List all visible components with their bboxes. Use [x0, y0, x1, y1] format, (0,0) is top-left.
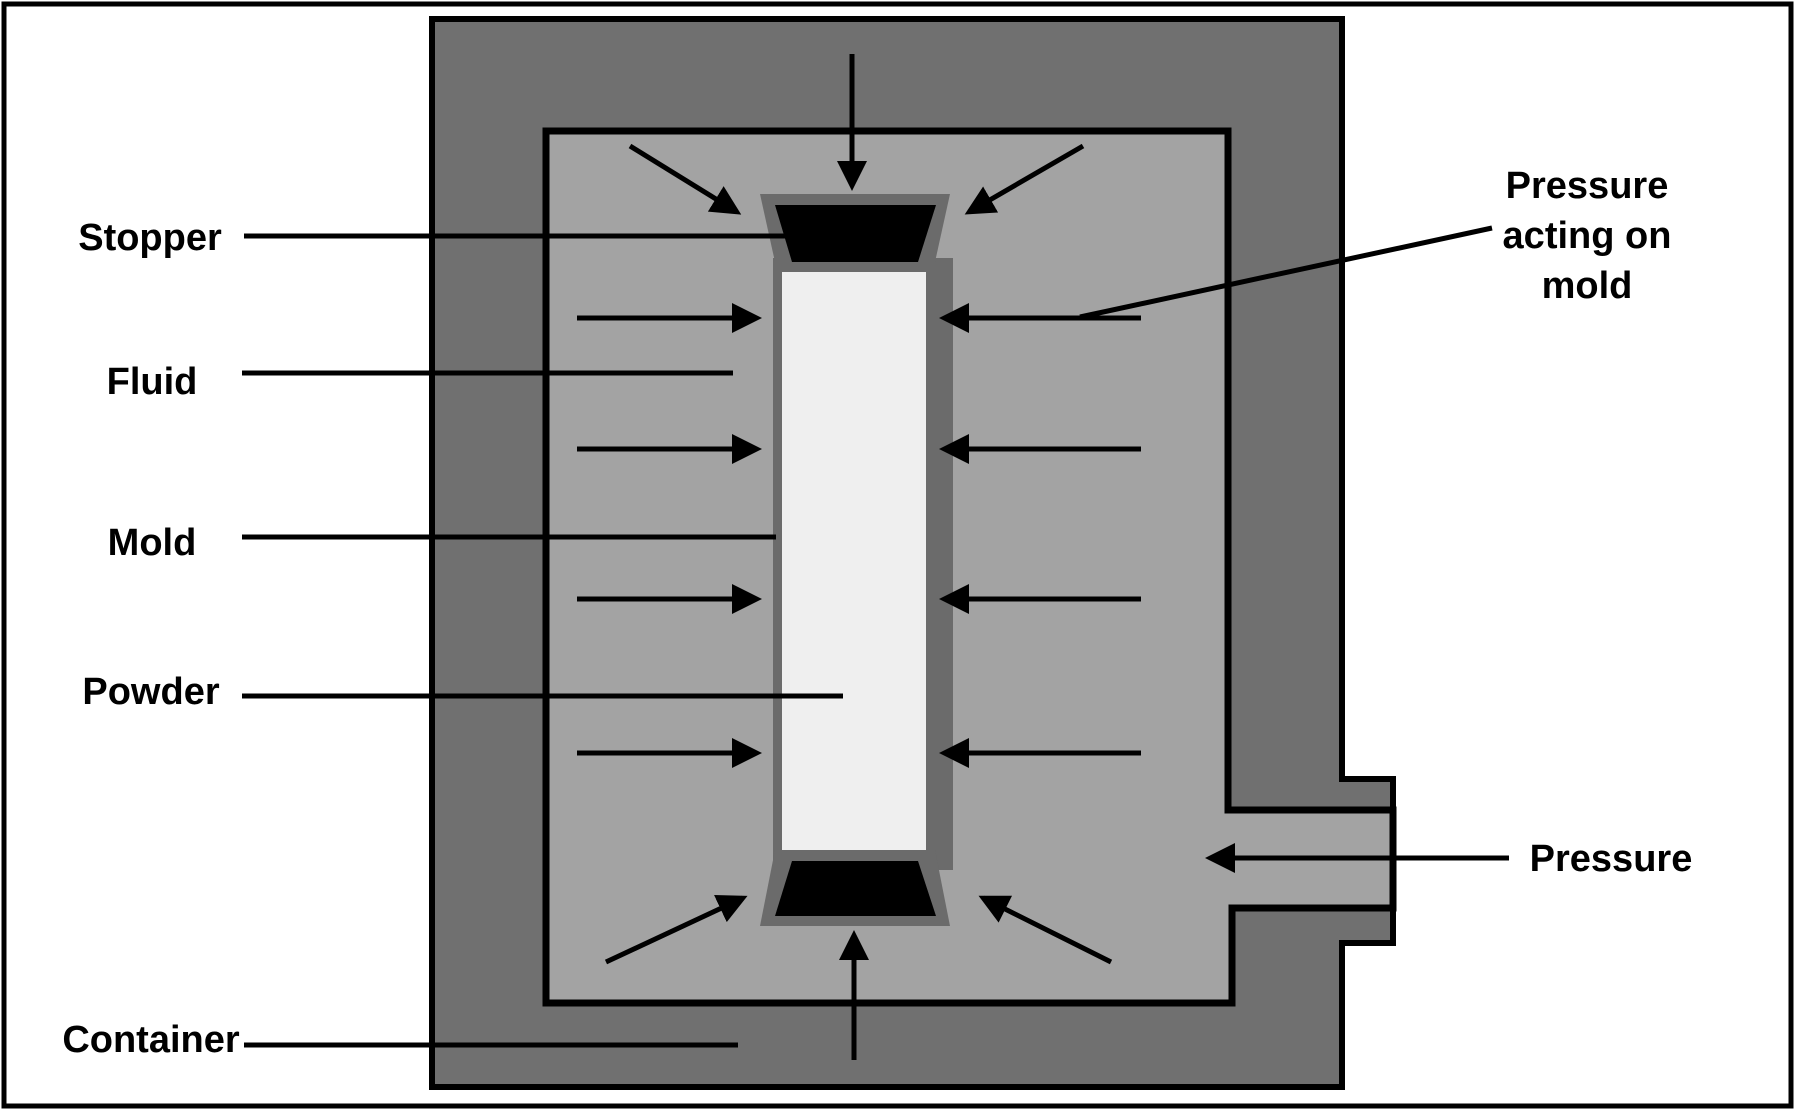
powder: [782, 272, 926, 850]
leader-lines: [242, 225, 1493, 1048]
stopper-top: [775, 205, 936, 262]
leader-pressure-on-mold: [1079, 225, 1493, 320]
label-container: Container: [62, 1019, 240, 1061]
arrow-top-right: [964, 143, 1085, 215]
stopper-bottom: [775, 861, 936, 916]
fluid-chamber: [542, 127, 1397, 1007]
arrow-top-left: [628, 143, 742, 215]
label-fluid: Fluid: [107, 361, 198, 403]
arrow-bottom-right: [978, 895, 1113, 965]
label-pressure-on-mold-1: Pressure: [1506, 165, 1669, 207]
label-pressure: Pressure: [1530, 838, 1693, 880]
pressure-arrows: [577, 54, 1509, 1060]
label-pressure-on-mold-2: acting on: [1503, 215, 1672, 257]
label-stopper: Stopper: [78, 217, 222, 259]
label-pressure-on-mold-3: mold: [1542, 265, 1633, 307]
label-powder: Powder: [82, 671, 219, 713]
arrow-bottom-left: [604, 894, 748, 965]
label-mold: Mold: [108, 522, 197, 564]
